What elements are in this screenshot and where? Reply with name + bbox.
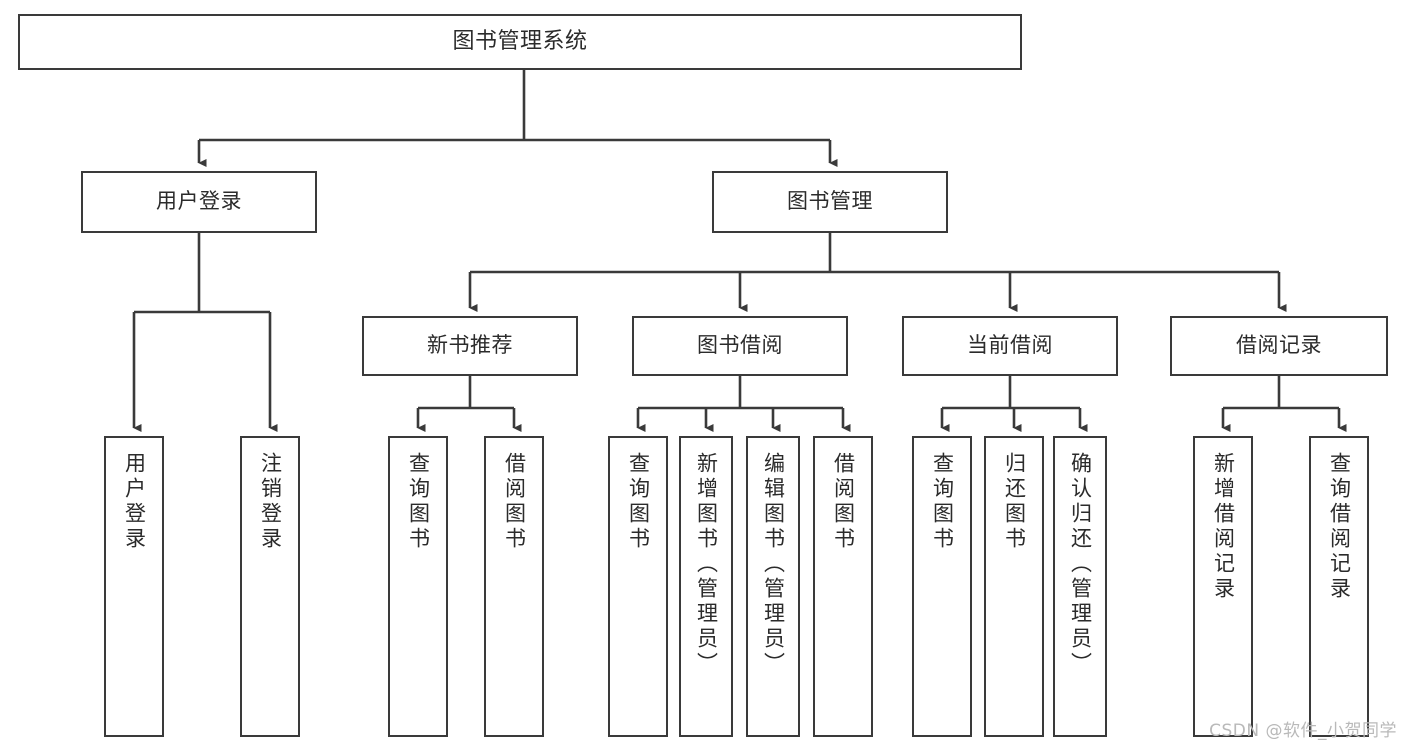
node-leaf-return-book[interactable]: 归还图书 — [984, 436, 1044, 737]
node-user-login-label: 用户登录 — [156, 189, 242, 214]
node-leaf-borrow-book-1[interactable]: 借阅图书 — [484, 436, 544, 737]
node-leaf-query-record[interactable]: 查询借阅记录 — [1309, 436, 1369, 737]
node-leaf-query-book-2-label: 查询图书 — [626, 452, 651, 552]
node-leaf-query-book-3[interactable]: 查询图书 — [912, 436, 972, 737]
node-leaf-query-book-1-label: 查询图书 — [406, 452, 431, 552]
node-leaf-borrow-book-2-label: 借阅图书 — [831, 452, 856, 552]
node-leaf-borrow-book-2[interactable]: 借阅图书 — [813, 436, 873, 737]
node-leaf-user-login-label: 用户登录 — [122, 452, 147, 552]
node-current-borrow-label: 当前借阅 — [967, 333, 1053, 358]
node-leaf-query-record-label: 查询借阅记录 — [1327, 452, 1352, 602]
node-book-borrow[interactable]: 图书借阅 — [632, 316, 848, 376]
node-leaf-user-login[interactable]: 用户登录 — [104, 436, 164, 737]
node-root-label: 图书管理系统 — [452, 28, 588, 54]
node-new-book-recommend-label: 新书推荐 — [427, 333, 513, 358]
node-leaf-query-book-3-label: 查询图书 — [930, 452, 955, 552]
node-book-management-label: 图书管理 — [787, 189, 873, 214]
watermark-text: CSDN @软件_小贺同学 — [1209, 721, 1397, 741]
node-leaf-add-record[interactable]: 新增借阅记录 — [1193, 436, 1253, 737]
node-leaf-query-book-1[interactable]: 查询图书 — [388, 436, 448, 737]
node-leaf-borrow-book-1-label: 借阅图书 — [502, 452, 527, 552]
node-leaf-user-logout[interactable]: 注销登录 — [240, 436, 300, 737]
node-leaf-query-book-2[interactable]: 查询图书 — [608, 436, 668, 737]
node-book-management[interactable]: 图书管理 — [712, 171, 948, 233]
node-leaf-confirm-return[interactable]: 确认归还（管理员） — [1053, 436, 1107, 737]
node-leaf-add-book[interactable]: 新增图书（管理员） — [679, 436, 733, 737]
node-leaf-return-book-label: 归还图书 — [1002, 452, 1027, 552]
node-book-borrow-label: 图书借阅 — [697, 333, 783, 358]
node-user-login[interactable]: 用户登录 — [81, 171, 317, 233]
node-leaf-edit-book-label: 编辑图书（管理员） — [761, 452, 786, 677]
node-new-book-recommend[interactable]: 新书推荐 — [362, 316, 578, 376]
node-leaf-confirm-return-label: 确认归还（管理员） — [1068, 452, 1093, 677]
node-leaf-add-record-label: 新增借阅记录 — [1211, 452, 1236, 602]
node-current-borrow[interactable]: 当前借阅 — [902, 316, 1118, 376]
node-borrow-record-label: 借阅记录 — [1236, 333, 1322, 358]
node-leaf-edit-book[interactable]: 编辑图书（管理员） — [746, 436, 800, 737]
node-borrow-record[interactable]: 借阅记录 — [1170, 316, 1388, 376]
node-leaf-add-book-label: 新增图书（管理员） — [694, 452, 719, 677]
node-root[interactable]: 图书管理系统 — [18, 14, 1022, 70]
node-leaf-user-logout-label: 注销登录 — [258, 452, 283, 552]
